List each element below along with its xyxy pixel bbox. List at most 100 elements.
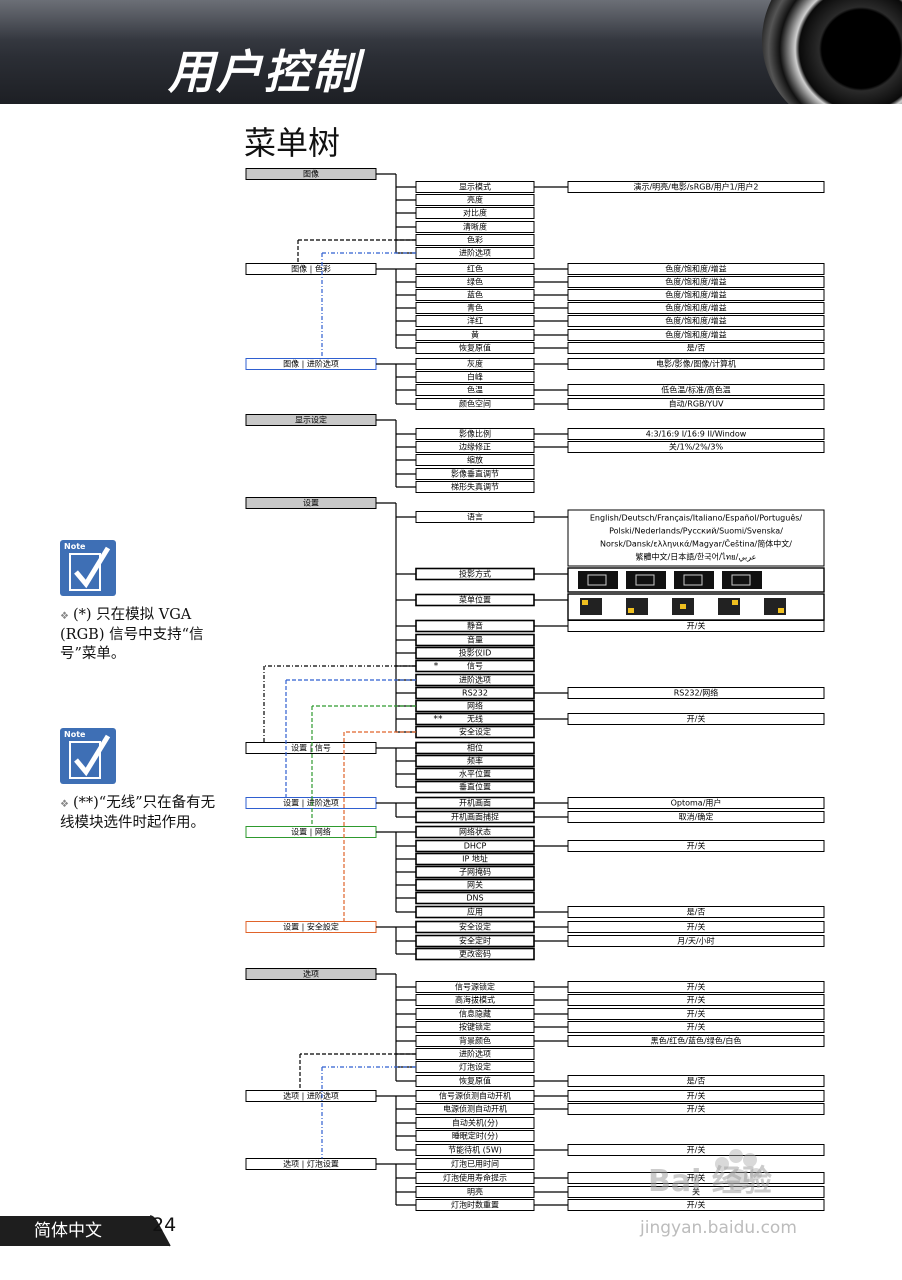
value-box <box>567 840 825 852</box>
projection-mode-icon-frame <box>587 574 607 586</box>
group-label: 设置 | 进阶选项 <box>283 798 339 808</box>
menu-item-label: 影像垂直调节 <box>451 469 499 479</box>
value-box <box>567 302 825 314</box>
page-title: 用户控制 <box>168 45 360 99</box>
value-label: 开/关 <box>687 1091 706 1101</box>
menu-item-label: RS232 <box>462 689 488 698</box>
value-label: 开/关 <box>687 995 706 1005</box>
group-label: 设置 | 网络 <box>291 827 331 837</box>
menu-item-label: DNS <box>466 894 483 903</box>
menu-item-label: 恢复原值 <box>459 343 491 353</box>
value-label: 是/否 <box>687 344 706 353</box>
menu-item-label: 颜色空间 <box>459 399 491 409</box>
value-label: 开/关 <box>687 922 706 932</box>
menu-item-label: 灯泡已用时间 <box>451 1159 499 1169</box>
menu-item-label: 红色 <box>467 264 483 274</box>
menu-item-label: 信息隐藏 <box>459 1009 491 1019</box>
menu-item-label: 信号源侦测自动开机 <box>439 1091 511 1101</box>
value-box <box>567 276 825 288</box>
menu-location-marker <box>778 608 784 613</box>
value-box <box>567 329 825 341</box>
menu-item-label: 安全设定 <box>459 922 491 932</box>
footer-notch <box>140 1215 171 1247</box>
watermark-logo: Bai 经验 <box>648 1164 772 1199</box>
menu-item-label: 静音 <box>467 621 483 631</box>
value-box <box>567 797 825 809</box>
menu-item-label: 垂直位置 <box>459 782 491 792</box>
menu-item-label: 频率 <box>467 756 483 766</box>
menu-item-label: 更改密码 <box>459 949 491 959</box>
menu-item-label: 高海拔模式 <box>455 995 495 1005</box>
group-label: 选项 | 灯泡设置 <box>283 1159 339 1169</box>
value-box <box>567 1008 825 1020</box>
menu-item-label: 水平位置 <box>459 769 491 779</box>
menu-item-label: 信号源锁定 <box>455 982 495 992</box>
value-box <box>567 1103 825 1115</box>
menu-item-label: 蓝色 <box>467 290 483 300</box>
value-label: 色度/饱和度/增益 <box>665 303 726 313</box>
checkmark-icon <box>69 734 111 779</box>
projection-mode-icon <box>722 571 762 589</box>
menu-item-label: 安全设定 <box>459 727 491 737</box>
value-box <box>567 1021 825 1033</box>
menu-item-label: 自动关机(分) <box>452 1118 498 1128</box>
value-box <box>567 1199 825 1211</box>
group-label: 显示设定 <box>295 415 327 425</box>
value-label: 开/关 <box>687 621 706 631</box>
value-box <box>567 921 825 933</box>
watermark-url: jingyan.baidu.com <box>640 1218 797 1238</box>
value-box <box>567 1144 825 1156</box>
menu-item-label: 开机画面 <box>459 798 491 808</box>
language-option-line: Polski/Nederlands/Русский/Suomi/Svenska/ <box>609 527 783 536</box>
projection-mode-icon-frame <box>683 574 703 586</box>
menu-item-label: 梯形失真调节 <box>451 482 499 492</box>
menu-item-label: 对比度 <box>463 208 487 218</box>
value-label: 开/关 <box>687 1104 706 1114</box>
value-label: 低色温/标准/高色温 <box>661 385 730 395</box>
value-box <box>567 289 825 301</box>
value-label: 开/关 <box>687 841 706 851</box>
value-label: 色度/饱和度/增益 <box>665 264 726 274</box>
projection-mode-icon <box>626 571 666 589</box>
group-label: 设置 | 信号 <box>291 743 331 753</box>
value-label: 演示/明亮/电影/sRGB/用户1/用户2 <box>633 182 758 192</box>
projection-mode-icon <box>674 571 714 589</box>
note-icon-label: Note <box>64 542 86 551</box>
language-option-line: English/Deutsch/Français/Italiano/Españo… <box>590 513 803 523</box>
value-label: 开/关 <box>687 1145 706 1155</box>
value-box <box>567 935 825 947</box>
menu-item-label: 网关 <box>467 880 483 890</box>
value-label: 开/关 <box>687 714 706 724</box>
menu-location-marker <box>680 604 686 609</box>
value-label: 月/天/小时 <box>677 936 714 946</box>
menu-item-label: 灯泡设定 <box>459 1062 491 1072</box>
value-label: 黑色/红色/蓝色/绿色/白色 <box>651 1036 742 1046</box>
menu-item-label: 灯泡时数重置 <box>451 1200 499 1210</box>
value-box <box>567 428 825 440</box>
value-label: 开/关 <box>687 982 706 992</box>
value-label: 开/关 <box>687 1173 706 1183</box>
menu-item-label: 安全定时 <box>459 936 491 946</box>
note-icon: Note <box>60 540 116 596</box>
value-label: 关/1%/2%/3% <box>669 442 724 452</box>
value-label: 色度/饱和度/增益 <box>665 330 726 340</box>
value-box <box>567 384 825 396</box>
projection-mode-icon-frame <box>635 574 655 586</box>
menu-item-label: 按键锁定 <box>459 1022 491 1032</box>
menu-item-label: 清晰度 <box>463 222 487 232</box>
value-label: 开/关 <box>687 1200 706 1210</box>
menu-item-label: 青色 <box>467 303 483 313</box>
menu-item-label: 应用 <box>467 907 483 917</box>
value-box <box>567 713 825 725</box>
menu-item-label: 网络状态 <box>459 827 491 837</box>
group-label: 选项 | 进阶选项 <box>283 1091 339 1101</box>
value-label: 是/否 <box>687 1077 706 1086</box>
value-label: 开/关 <box>687 1022 706 1032</box>
menu-item-label: DHCP <box>464 842 487 851</box>
menu-item-label: 进阶选项 <box>459 675 491 685</box>
value-label: 开/关 <box>687 1009 706 1019</box>
diamond-bullet-icon: ❖ <box>60 799 69 810</box>
value-label: 色度/饱和度/增益 <box>665 316 726 326</box>
menu-item-label: 网络 <box>467 701 483 711</box>
